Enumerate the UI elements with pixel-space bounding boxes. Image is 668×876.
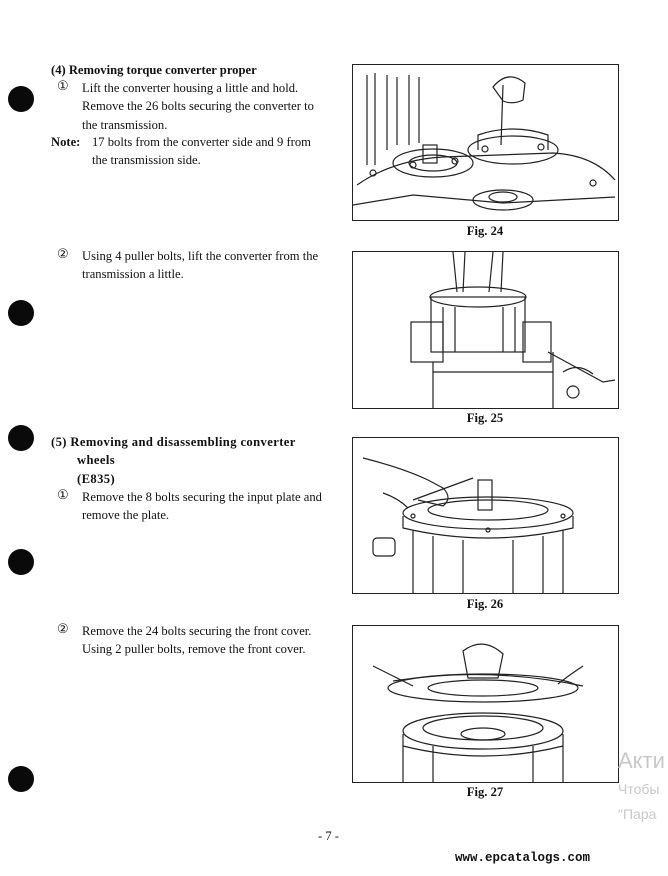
step-marker-2: ② [57,621,69,636]
text-line: Remove the 8 bolts securing the input pl… [82,490,322,504]
text-line: Remove the 24 bolts securing the front c… [82,624,312,638]
activation-watermark: Акти [618,748,665,773]
text-line: Remove the 26 bolts securing the convert… [82,99,314,114]
figure-27-illustration [372,643,584,782]
figure-caption: Fig. 26 [466,597,504,611]
heading-line: wheels [77,453,116,468]
binder-hole [8,300,34,326]
text-line: Using 4 puller bolts, lift the converter… [82,249,319,263]
activation-watermark: "Пара [618,806,657,822]
text-line: remove the plate. [82,508,170,523]
section-heading-4: (4) Removing torque converter proper [51,63,257,77]
step-marker-2: ② [57,246,69,261]
text-line: the transmission side. [92,153,201,168]
figure-25-illustration [410,252,616,408]
text-line: Lift the converter housing a little and … [82,81,299,95]
activation-watermark: Чтобы [618,781,660,797]
text-line: the transmission. [82,117,168,132]
website-url: www.epcatalogs.com [455,851,591,865]
step-text: Remove the 24 bolts securing the front c… [82,622,342,659]
step-text: Lift the converter housing a little and … [82,79,338,134]
section-heading-5: (5) Removing and disassembling converter… [51,433,296,488]
figure-27 [352,625,619,783]
text-line: transmission a little. [82,267,184,282]
heading-line: (E835) [77,471,116,486]
figure-24-illustration [353,73,616,211]
note-text: 17 bolts from the converter side and 9 f… [92,133,338,170]
step-marker-1: ① [57,78,69,93]
binder-hole [8,425,34,451]
binder-hole [8,549,34,575]
step-marker-1: ① [57,487,69,502]
figure-caption: Fig. 24 [466,224,504,238]
figure-24 [352,64,619,221]
figure-caption: Fig. 27 [466,785,504,799]
step-text: Remove the 8 bolts securing the input pl… [82,488,342,525]
figure-26-illustration [362,457,574,593]
heading-line: (5) Removing and disassembling converter [51,435,296,449]
figure-caption: Fig. 25 [466,411,504,425]
figure-26 [352,437,619,594]
step-text: Using 4 puller bolts, lift the converter… [82,247,338,284]
text-line: Using 2 puller bolts, remove the front c… [82,642,306,657]
figure-25 [352,251,619,409]
text-line: 17 bolts from the converter side and 9 f… [92,135,311,149]
binder-hole [8,86,34,112]
binder-hole [8,766,34,792]
note-label: Note: [51,135,81,149]
page-number: - 7 - [318,829,339,843]
